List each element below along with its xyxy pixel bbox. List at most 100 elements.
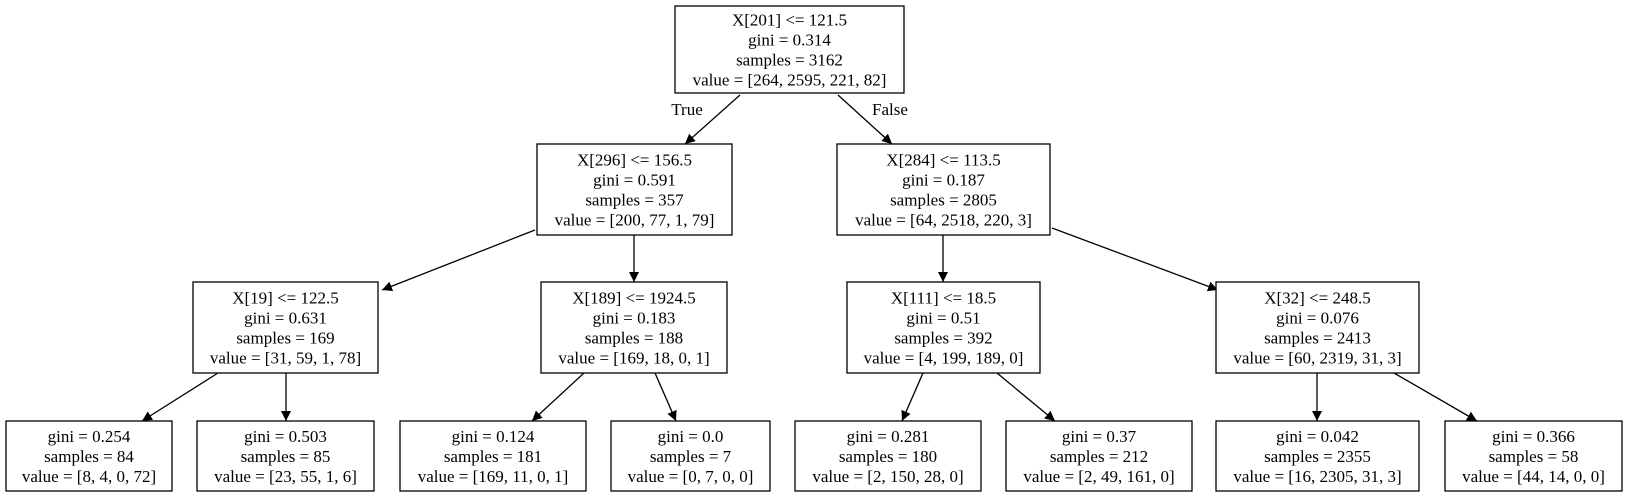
node-box (5, 420, 173, 492)
node-text-line: gini = 0.281 (847, 427, 930, 446)
node-text-line: samples = 188 (585, 329, 683, 348)
node-box (1215, 420, 1420, 492)
edge-arrow (531, 372, 585, 422)
node-text-line: gini = 0.124 (452, 427, 535, 446)
node-text-line: samples = 392 (894, 329, 992, 348)
node-text-line: value = [8, 4, 0, 72] (22, 467, 156, 486)
edge-n0-n2: False (837, 94, 908, 145)
node-text-line: value = [4, 199, 189, 0] (864, 349, 1024, 368)
node-text-line: X[296] <= 156.5 (577, 151, 692, 170)
node-text-line: samples = 169 (236, 329, 334, 348)
node-text-line: gini = 0.503 (244, 427, 327, 446)
edge-n3-n7 (141, 372, 219, 422)
edge-arrow (1393, 372, 1478, 422)
edge-label-true: True (671, 100, 703, 119)
node-box (540, 281, 728, 374)
node-box (196, 420, 375, 492)
node-text-line: value = [23, 55, 1, 6] (214, 467, 357, 486)
edge-n0-n1: True (671, 94, 741, 145)
edge-n6-n14 (1393, 372, 1478, 422)
node-text-line: X[111] <= 18.5 (891, 289, 996, 308)
node-text-line: X[19] <= 122.5 (232, 289, 339, 308)
edge-arrow (381, 229, 536, 292)
node-text-line: value = [169, 11, 0, 1] (418, 467, 569, 486)
node-text-line: X[201] <= 121.5 (732, 11, 847, 30)
node-text-line: value = [2, 150, 28, 0] (812, 467, 963, 486)
node-text-line: gini = 0.254 (48, 427, 131, 446)
node-text-line: value = [2, 49, 161, 0] (1023, 467, 1174, 486)
node-text-line: value = [44, 14, 0, 0] (1462, 467, 1605, 486)
edge-n5-n12 (996, 372, 1056, 422)
node-text-line: samples = 212 (1050, 447, 1148, 466)
node-text-line: gini = 0.076 (1276, 309, 1359, 328)
node-text-line: samples = 181 (444, 447, 542, 466)
node-text-line: gini = 0.37 (1062, 427, 1137, 446)
node-text-line: gini = 0.042 (1276, 427, 1359, 446)
node-text-line: X[32] <= 248.5 (1264, 289, 1371, 308)
node-text-line: samples = 2805 (890, 191, 997, 210)
node-box (536, 143, 733, 236)
node-box (1444, 420, 1623, 492)
edge-arrow (141, 372, 219, 422)
node-text-line: value = [16, 2305, 31, 3] (1233, 467, 1401, 486)
node-text-line: samples = 2355 (1264, 447, 1371, 466)
edge-n4-n9 (531, 372, 585, 422)
node-text-line: gini = 0.0 (658, 427, 724, 446)
node-text-line: value = [64, 2518, 220, 3] (855, 211, 1032, 230)
edge-n1-n3 (381, 229, 536, 292)
node-text-line: samples = 85 (241, 447, 331, 466)
node-text-line: value = [60, 2319, 31, 3] (1233, 349, 1401, 368)
node-text-line: value = [31, 59, 1, 78] (210, 349, 361, 368)
node-text-line: gini = 0.366 (1492, 427, 1575, 446)
edge-arrow (901, 372, 924, 422)
node-box (1005, 420, 1193, 492)
node-box (794, 420, 982, 492)
node-text-line: samples = 58 (1489, 447, 1579, 466)
node-text-line: X[284] <= 113.5 (886, 151, 1000, 170)
node-text-line: value = [0, 7, 0, 0] (628, 467, 754, 486)
edges-layer: True False (141, 94, 1478, 422)
edge-arrow (996, 372, 1056, 422)
node-box (846, 281, 1041, 374)
node-box (610, 420, 771, 492)
node-box (192, 281, 379, 374)
edge-label-false: False (872, 100, 908, 119)
edge-n2-n6 (1051, 227, 1219, 292)
edge-arrow (684, 94, 741, 145)
node-text-line: gini = 0.591 (593, 171, 676, 190)
node-text-line: X[189] <= 1924.5 (572, 289, 696, 308)
node-text-line: gini = 0.187 (902, 171, 985, 190)
edge-n4-n10 (654, 372, 677, 422)
node-text-line: value = [200, 77, 1, 79] (555, 211, 715, 230)
edge-n5-n11 (901, 372, 924, 422)
node-box (674, 5, 905, 94)
node-box (836, 143, 1051, 236)
node-text-line: value = [169, 18, 0, 1] (558, 349, 709, 368)
node-text-line: samples = 84 (44, 447, 134, 466)
node-text-line: samples = 357 (585, 191, 684, 210)
node-text-line: samples = 7 (650, 447, 732, 466)
node-text-line: samples = 3162 (736, 51, 843, 70)
edge-arrow (837, 94, 893, 145)
node-text-line: gini = 0.631 (244, 309, 327, 328)
node-text-line: value = [264, 2595, 221, 82] (693, 71, 887, 90)
node-text-line: gini = 0.314 (748, 31, 831, 50)
edge-arrow (654, 372, 677, 422)
node-box (1215, 281, 1420, 374)
